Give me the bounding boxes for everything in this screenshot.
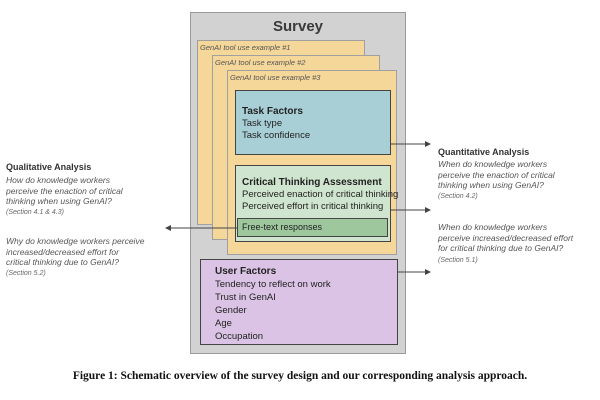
qualitative-ref-1: (Section 4.1 & 4.3): [6, 209, 64, 216]
quantitative-question-2: When do knowledge workers perceive incre…: [438, 222, 598, 254]
example-label-3: GenAI tool use example #3: [230, 73, 321, 82]
user-factors-box: User Factors Tendency to reflect on work…: [200, 259, 398, 345]
task-factor-item: Task type: [242, 118, 283, 129]
critical-thinking-item: Perceived effort in critical thinking: [242, 201, 384, 212]
question-line: for critical thinking due to GenAI?: [438, 243, 564, 253]
task-factors-title: Task Factors: [242, 106, 303, 117]
survey-title: Survey: [272, 18, 324, 35]
question-line: When do knowledge workers: [438, 159, 548, 169]
qualitative-title: Qualitative Analysis: [6, 162, 92, 172]
quantitative-title: Quantitative Analysis: [438, 147, 530, 157]
quantitative-ref-1: (Section 4.2): [438, 193, 478, 200]
question-line: increased/decreased effort for: [6, 246, 119, 257]
question-line: When do knowledge workers: [438, 222, 548, 232]
task-factor-item: Task confidence: [242, 130, 311, 141]
question-line: perceive the enaction of critical: [6, 185, 123, 196]
question-line: perceive increased/decreased effort: [438, 232, 574, 243]
example-label-2: GenAI tool use example #2: [215, 58, 306, 67]
user-factor-item: Age: [215, 318, 232, 329]
critical-thinking-item: Perceived enaction of critical thinking: [242, 189, 399, 200]
user-factor-item: Gender: [215, 305, 247, 316]
question-line: critical thinking due to GenAI?: [6, 257, 119, 267]
question-line: thinking when using GenAI?: [438, 180, 544, 190]
user-factor-item: Trust in GenAI: [215, 292, 276, 303]
question-line: Why do knowledge workers perceive: [6, 236, 145, 246]
quantitative-question-1: When do knowledge workers perceive the e…: [438, 159, 598, 191]
task-factors-box: Task Factors Task type Task confidence: [235, 90, 391, 155]
question-line: perceive the enaction of critical: [438, 169, 555, 180]
figure-caption: Figure 1: Schematic overview of the surv…: [72, 370, 528, 382]
user-factor-item: Occupation: [215, 331, 264, 342]
qualitative-question-1: How do knowledge workers perceive the en…: [6, 175, 186, 207]
free-text-box: Free-text responses: [237, 218, 388, 237]
qualitative-ref-2: (Section 5.2): [6, 270, 46, 277]
example-label-1: GenAI tool use example #1: [200, 43, 291, 52]
user-factors-title: User Factors: [215, 266, 277, 277]
quantitative-ref-2: (Section 5.1): [438, 257, 478, 264]
critical-thinking-title: Critical Thinking Assessment: [242, 177, 382, 188]
question-line: How do knowledge workers: [6, 175, 110, 185]
user-factor-item: Tendency to reflect on work: [215, 279, 331, 290]
qualitative-question-2: Why do knowledge workers perceive increa…: [6, 236, 191, 268]
question-line: thinking when using GenAI?: [6, 196, 112, 206]
